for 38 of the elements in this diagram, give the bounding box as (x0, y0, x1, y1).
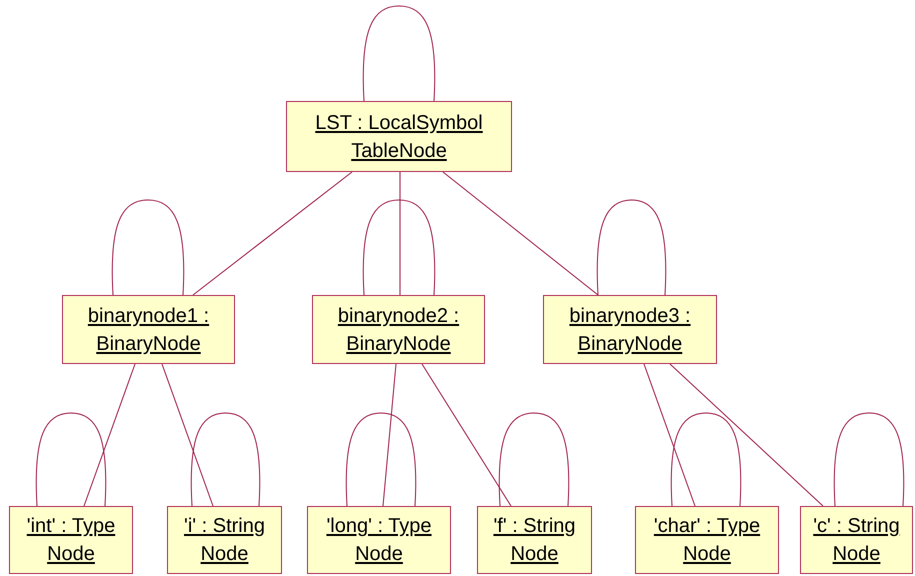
object-box (543, 295, 717, 364)
link-line (192, 172, 352, 296)
link-line (422, 364, 512, 506)
object-box (635, 506, 779, 574)
self-link (190, 412, 260, 506)
object-name: 'i' : String Node (183, 514, 266, 567)
object-box (9, 506, 133, 574)
link-line (382, 364, 396, 506)
object-box (167, 506, 282, 574)
object-name: 'f' : String Node (492, 514, 577, 567)
object-name: 'char' : Type Node (652, 514, 762, 567)
object-name: binarynode2 : BinaryNode (336, 304, 460, 356)
self-link (670, 412, 742, 506)
self-link (596, 200, 666, 296)
object-box (477, 506, 592, 574)
object-box (307, 506, 451, 574)
self-link (36, 412, 106, 506)
self-link (362, 6, 436, 102)
object-name: binarynode1 : BinaryNode (86, 304, 210, 356)
object-name: LST : LocalSymbol TableNode (314, 110, 484, 164)
self-link (498, 412, 570, 506)
link-line (670, 364, 824, 506)
object-name: 'long' : Type Node (325, 514, 433, 567)
link-line (644, 364, 696, 506)
self-link (346, 412, 416, 506)
object-box (800, 506, 913, 574)
self-link (834, 412, 904, 506)
self-link (362, 200, 436, 296)
object-box (286, 101, 512, 172)
link-line (84, 364, 136, 506)
object-name: 'int' : Type Node (26, 514, 116, 567)
object-box (62, 295, 235, 364)
object-name: binarynode3 : BinaryNode (568, 304, 692, 356)
object-name: 'c' : String Node (812, 514, 901, 567)
object-box (312, 295, 485, 364)
self-link (112, 200, 184, 296)
link-line (442, 172, 598, 296)
link-line (162, 364, 214, 506)
